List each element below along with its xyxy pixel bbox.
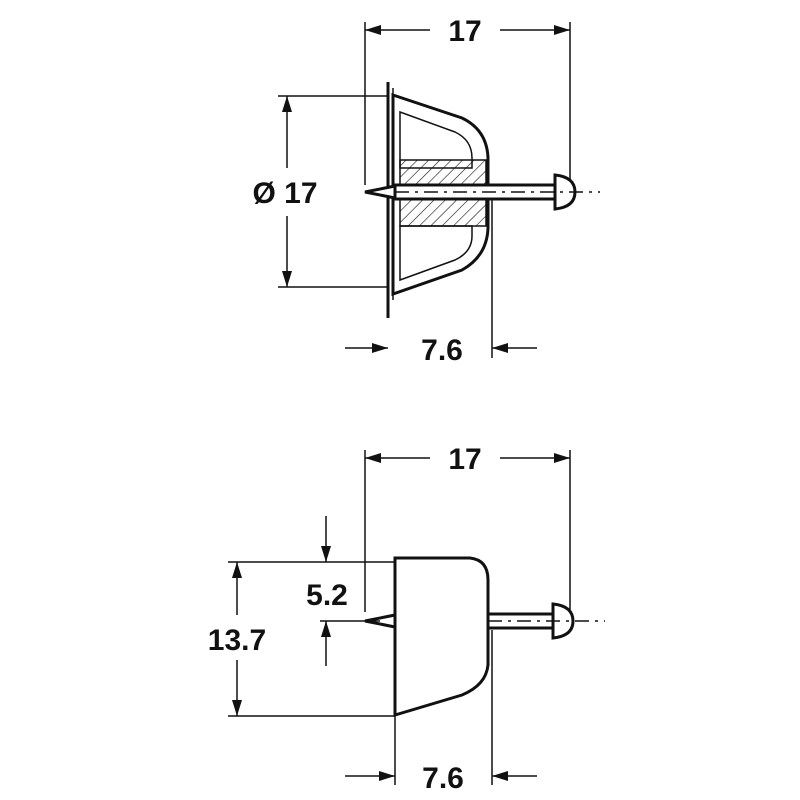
top-view: 17 Ø 17 7.6 <box>252 15 600 367</box>
arrow-height-bottom <box>232 700 242 716</box>
dim-overall-length: 17 <box>448 15 481 48</box>
arrow-diameter-bottom <box>282 271 292 287</box>
inner-cavity-lower <box>399 225 473 282</box>
dim-height: 13.7 <box>208 624 266 657</box>
arrow-depth-left <box>372 343 388 353</box>
side-view: 17 5.2 13.7 7.6 <box>208 443 605 795</box>
pin-head <box>551 602 575 640</box>
dim-offset: 5.2 <box>306 579 348 612</box>
dim-body-depth: 7.6 <box>421 334 463 367</box>
arrow-offset-bottom <box>321 621 331 637</box>
body-outline <box>393 556 490 718</box>
arrow-height-top <box>232 562 242 578</box>
dim-body-depth: 7.6 <box>422 762 464 795</box>
arrow-overall-left <box>365 25 381 35</box>
arrow-depth-left <box>379 771 395 781</box>
arrow-overall-right <box>554 25 570 35</box>
arrow-offset-top <box>321 546 331 562</box>
dim-overall-length: 17 <box>448 443 481 476</box>
arrow-diameter-top <box>282 96 292 112</box>
arrow-overall-left <box>365 453 381 463</box>
pin-tip <box>364 184 397 200</box>
arrow-overall-right <box>554 453 570 463</box>
dim-diameter: Ø 17 <box>252 177 317 210</box>
arrow-depth-right <box>492 771 508 781</box>
arrow-depth-right <box>492 343 508 353</box>
